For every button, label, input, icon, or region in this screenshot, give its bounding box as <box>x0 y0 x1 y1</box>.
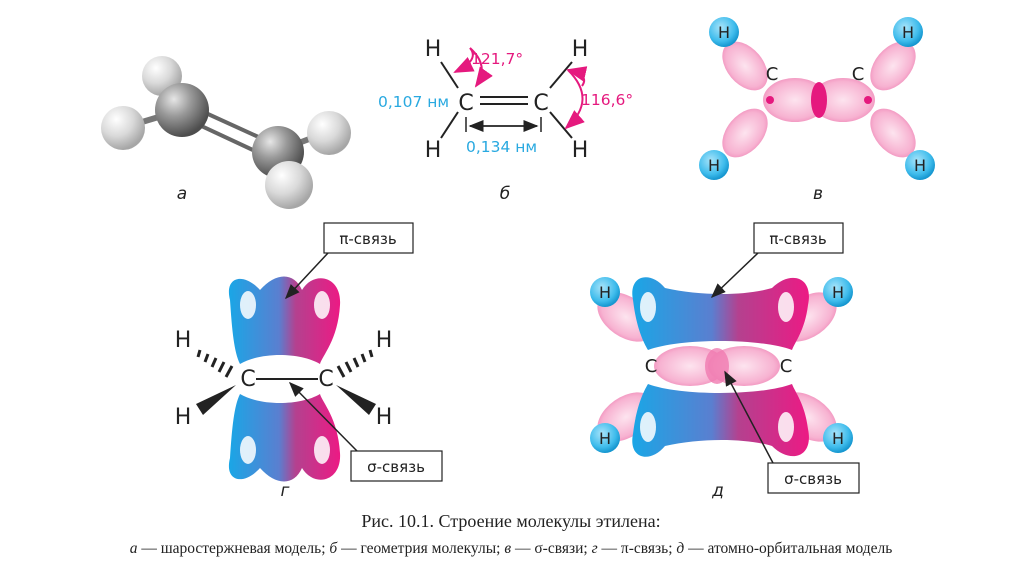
h-label: H <box>175 405 192 430</box>
cc-length-label: 0,134 нм <box>466 138 537 156</box>
caption-text-b: — геометрия молекулы; <box>337 540 505 557</box>
h-atom-ball <box>307 111 351 155</box>
h-atom-ball <box>101 106 145 150</box>
hybrid-orbital-lobe <box>870 108 916 158</box>
h-label: H <box>914 156 926 175</box>
panel-b-geometry: H H H H C C 121,7° 116,6° 0,107 нм 0,134… <box>378 37 633 204</box>
panel-d-atomic-orbital-model: H H H H C C π-связь σ-связь д <box>590 222 860 501</box>
h-label: H <box>832 283 844 302</box>
panel-label-d: д <box>711 481 724 501</box>
ch-length-label: 0,107 нм <box>378 93 449 111</box>
h-atom <box>709 17 739 47</box>
sigma-overlap <box>705 348 729 384</box>
pi-callout-label: π-связь <box>339 230 396 248</box>
h-label: H <box>599 283 611 302</box>
pi-orbital-bottom <box>632 384 809 457</box>
h-label: H <box>376 405 393 430</box>
sigma-callout-box <box>350 450 443 482</box>
c-label: C <box>318 367 333 392</box>
wedge-bond <box>336 385 376 415</box>
sigma-bond-lobe <box>763 78 827 122</box>
hybrid-orbital-lobe <box>722 41 768 91</box>
caption-text-g: — π-связь; <box>597 540 677 557</box>
sigma-overlap <box>811 82 827 118</box>
caption-text-v: — σ-связи; <box>511 540 592 557</box>
panel-a-ball-stick-model: а <box>101 56 351 209</box>
h-atom <box>893 17 923 47</box>
angle-top-label: 121,7° <box>471 50 523 68</box>
hybrid-orbital-lobe <box>722 108 768 158</box>
caption-letter-d: д <box>676 540 685 557</box>
h-atom-ball <box>265 161 313 209</box>
panel-label-b: б <box>500 184 510 204</box>
atom-h-top-right: H <box>572 37 589 62</box>
atom-c-right: C <box>533 91 548 116</box>
figure-caption-title: Рис. 10.1. Строение молекулы этилена: <box>361 511 661 531</box>
c-label: C <box>766 64 779 85</box>
h-label: H <box>376 328 393 353</box>
sigma-callout-label: σ-связь <box>367 458 425 476</box>
panel-v-sigma-bonds: H H H H C C в <box>699 17 935 204</box>
pi-orbital-bottom <box>228 394 341 482</box>
c-label: C <box>645 356 658 377</box>
caption-letter-v: в <box>504 540 512 557</box>
figure-caption-legend: а — шаростержневая модель; б — геометрия… <box>0 540 1022 558</box>
c-atom-ball <box>155 83 209 137</box>
h-label: H <box>718 23 730 42</box>
pi-callout-label: π-связь <box>769 230 826 248</box>
h-label: H <box>599 429 611 448</box>
caption-letter-b: б <box>329 540 338 557</box>
wedge-bond <box>196 385 236 415</box>
angle-right-label: 116,6° <box>581 91 633 109</box>
atom-h-bottom-right: H <box>572 138 589 163</box>
sigma-bond-lobe <box>811 78 875 122</box>
h-atom <box>590 277 620 307</box>
h-atom <box>823 277 853 307</box>
panel-label-v: в <box>813 184 823 204</box>
caption-letter-a: а <box>129 540 138 557</box>
h-atom <box>823 423 853 453</box>
caption-text-a: — шаростержневая модель; <box>137 540 330 557</box>
sigma-callout-label: σ-связь <box>784 470 842 488</box>
atom-c-left: C <box>458 91 473 116</box>
h-atom <box>590 423 620 453</box>
atom-h-bottom-left: H <box>425 138 442 163</box>
caption-letter-g: г <box>591 540 598 557</box>
h-atom <box>699 150 729 180</box>
caption-text-d: — атомно-орбитальная модель <box>684 540 893 557</box>
c-label: C <box>852 64 865 85</box>
h-label: H <box>175 328 192 353</box>
sigma-callout-box <box>767 462 860 494</box>
h-label: H <box>832 429 844 448</box>
h-atom <box>905 150 935 180</box>
pi-orbital-top <box>632 277 809 350</box>
h-label: H <box>902 23 914 42</box>
panel-g-pi-bond: H H H H C C π-связь σ-связь г <box>175 222 443 501</box>
pi-orbital-top <box>228 276 341 364</box>
c-label: C <box>780 356 793 377</box>
angle-arrow <box>469 47 493 88</box>
c-label: C <box>240 367 255 392</box>
hybrid-orbital-lobe <box>870 41 916 91</box>
pi-callout-box <box>753 222 844 254</box>
panel-label-a: а <box>177 184 187 204</box>
atom-h-top-left: H <box>425 37 442 62</box>
pi-callout-box <box>323 222 414 254</box>
h-label: H <box>708 156 720 175</box>
panel-label-g: г <box>281 481 290 501</box>
